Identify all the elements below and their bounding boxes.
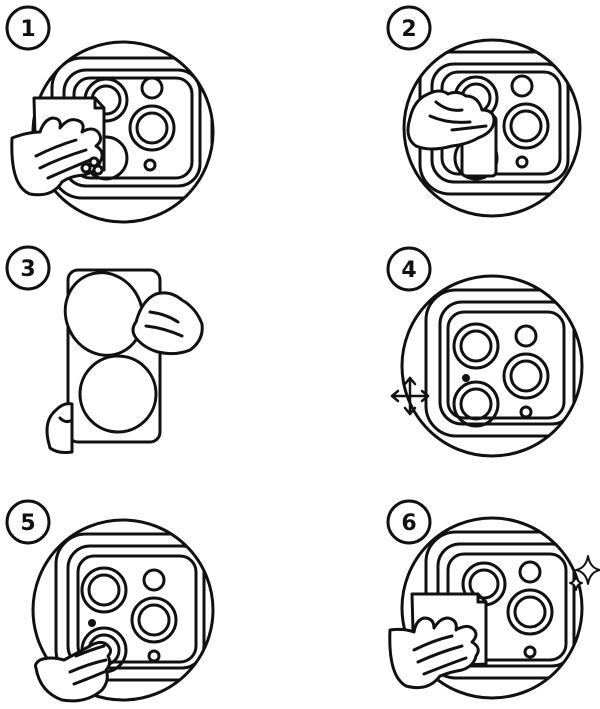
step-2: 2 <box>386 5 582 218</box>
step-number: 1 <box>20 17 35 42</box>
polish-finish-icon <box>388 516 600 700</box>
step-number-badge: 4 <box>386 246 432 292</box>
step-number: 2 <box>401 17 416 42</box>
peel-protective-film-icon <box>45 268 204 454</box>
wipe-with-dust-sticker-icon <box>402 38 582 218</box>
step-6: 6 <box>386 499 600 700</box>
sparkle-icon <box>569 555 600 591</box>
step-number-badge: 2 <box>386 5 432 51</box>
step-number: 5 <box>20 511 35 536</box>
move-arrows-icon <box>390 376 430 416</box>
step-4: 4 <box>386 246 584 458</box>
step-1: 1 <box>5 5 215 224</box>
press-lens-protector-icon <box>31 518 215 703</box>
step-number-badge: 1 <box>5 5 51 51</box>
step-number-badge: 5 <box>5 499 51 545</box>
step-number-badge: 3 <box>5 245 51 291</box>
wipe-lens-with-cloth-icon <box>10 40 215 224</box>
step-number-badge: 6 <box>386 499 432 545</box>
align-lens-protector-icon <box>390 274 584 458</box>
step-3: 3 <box>5 245 204 454</box>
step-number: 6 <box>401 511 416 536</box>
step-number: 3 <box>20 257 35 282</box>
step-number: 4 <box>401 258 416 283</box>
step-5: 5 <box>5 499 215 703</box>
